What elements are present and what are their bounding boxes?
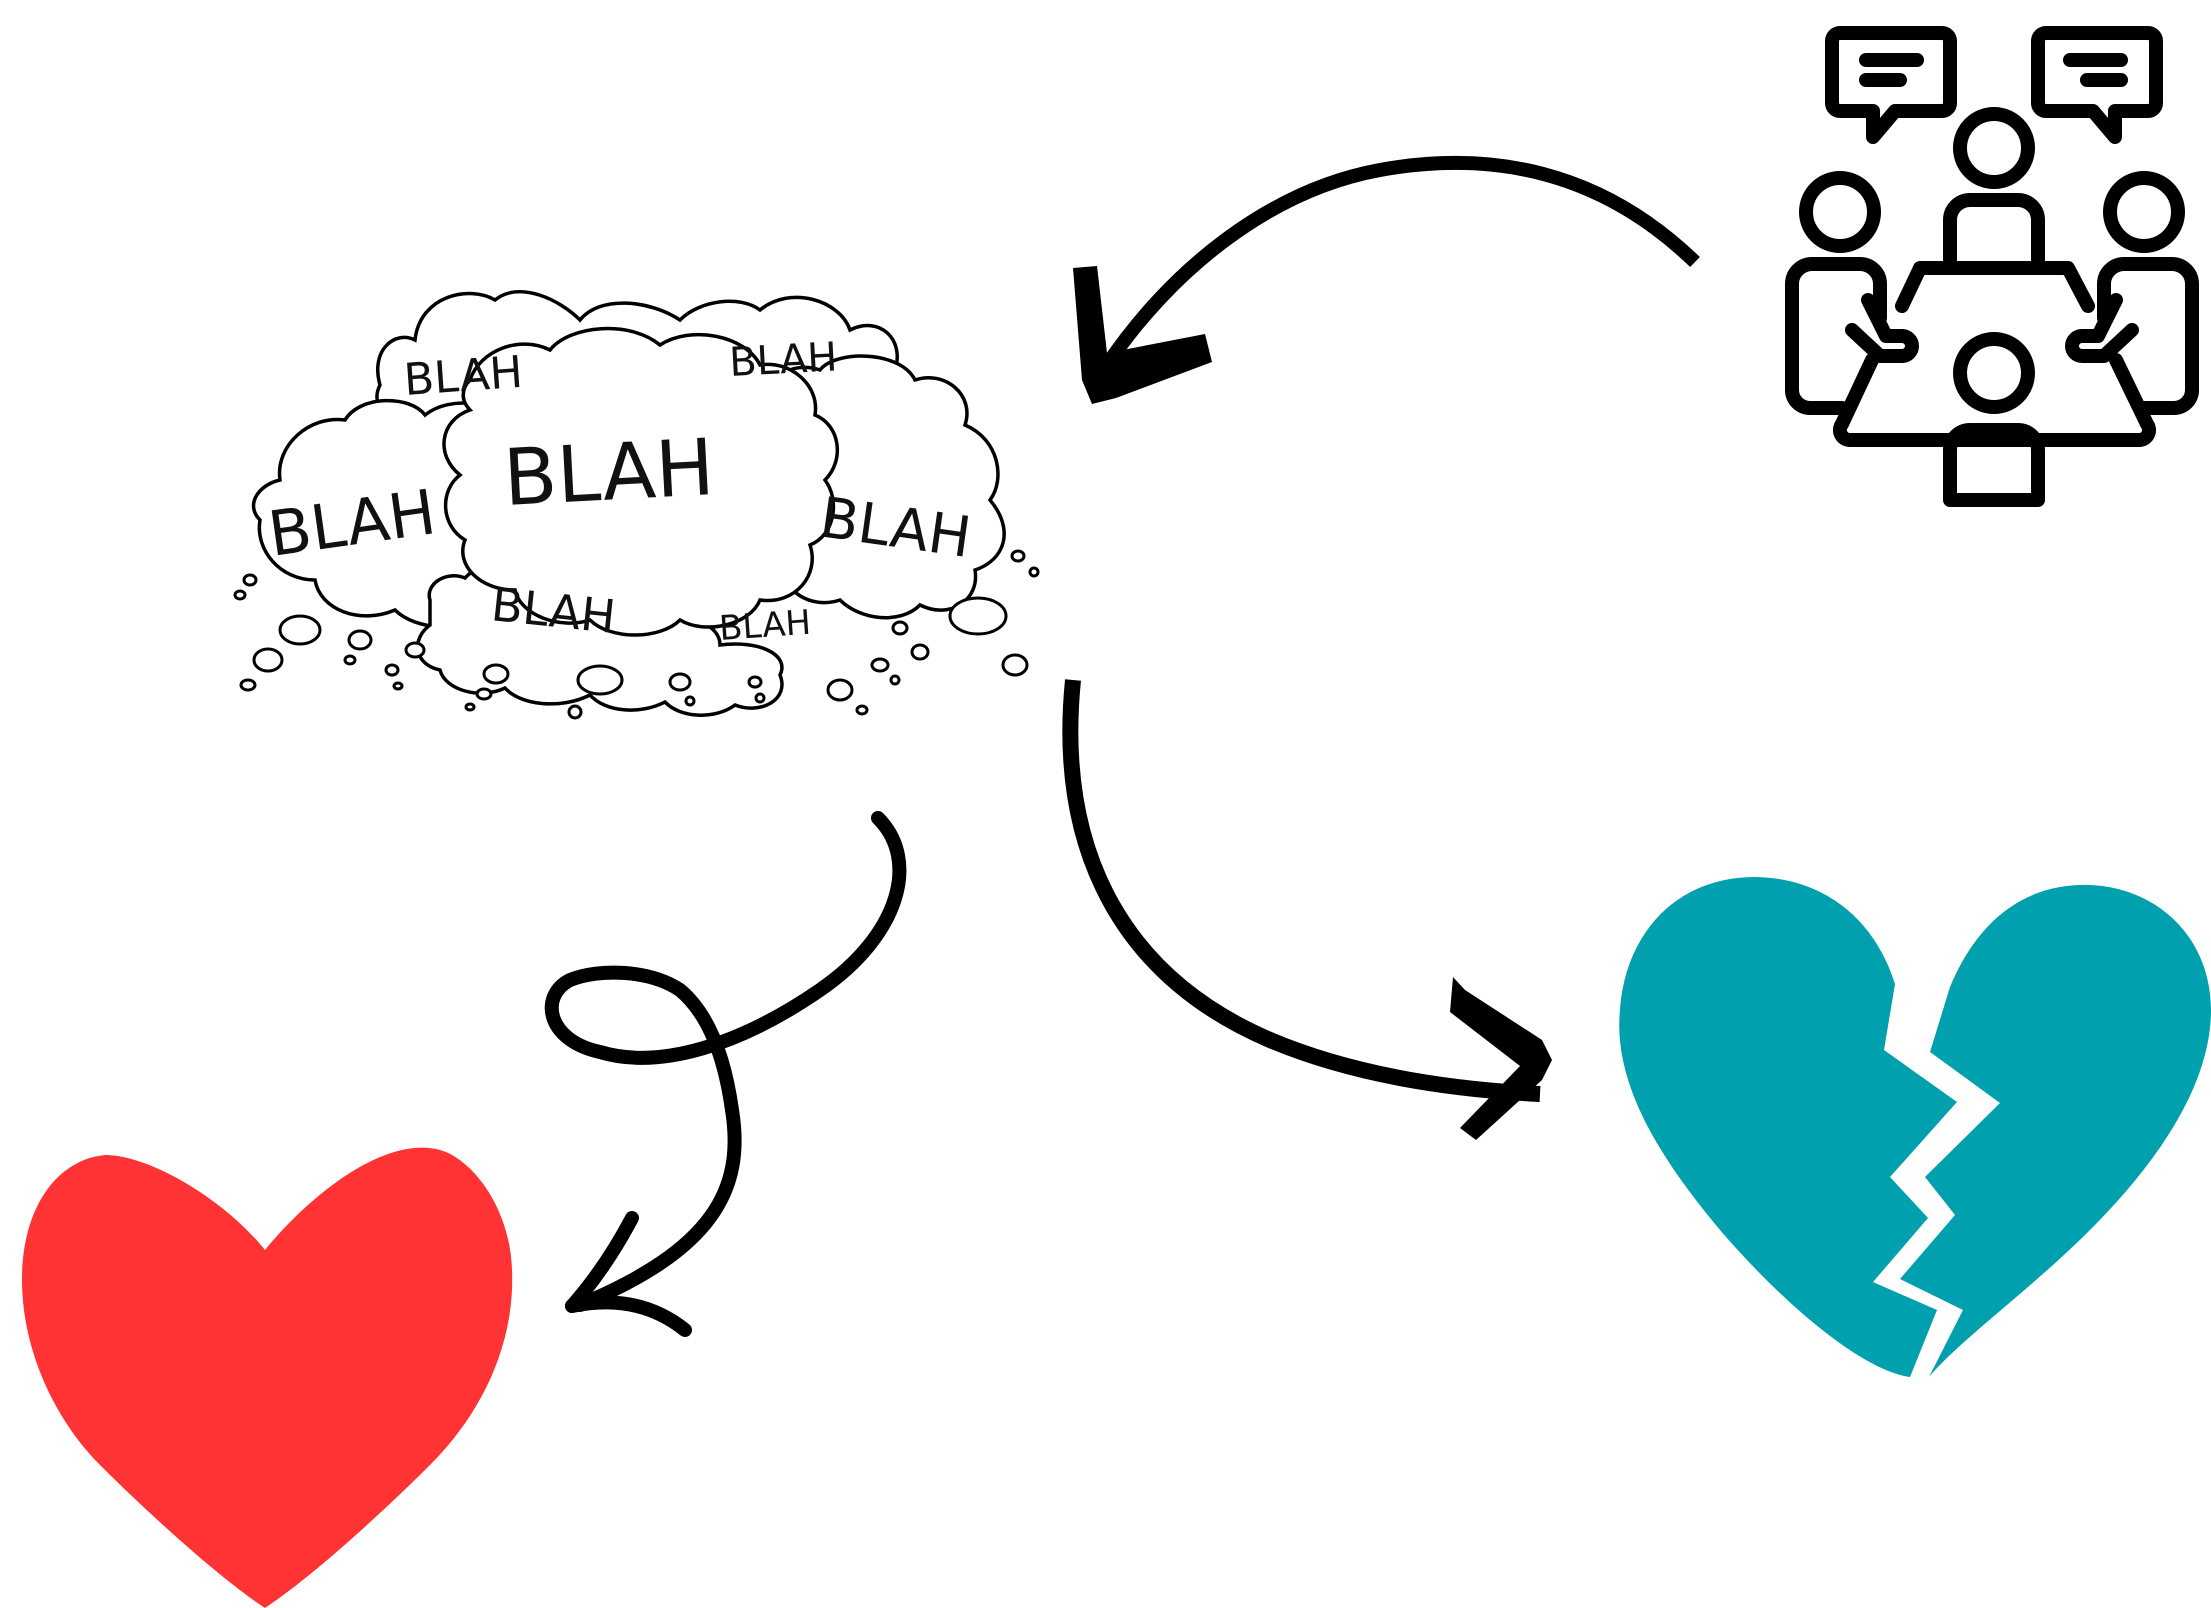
people-meeting-icon [1792, 33, 2192, 500]
blah-label: BLAH [402, 347, 524, 406]
broken-heart-icon [1619, 877, 2211, 1377]
arrow-blah-to-heartbreak [1070, 680, 1540, 1094]
arrowhead-icon [1073, 266, 1212, 404]
broken-heart-right-half [1900, 885, 2211, 1377]
broken-heart-left-half [1619, 877, 1957, 1377]
blah-label: BLAH [718, 603, 812, 649]
arrow-blah-to-love [552, 818, 900, 1330]
arrowhead-icon [1450, 977, 1552, 1140]
blah-label: BLAH [728, 334, 838, 386]
speech-bubble-icon [2038, 33, 2156, 137]
red-heart-icon [22, 1148, 512, 1608]
speech-bubble-icon [1832, 33, 1950, 137]
blah-label: BLAH [501, 423, 716, 524]
